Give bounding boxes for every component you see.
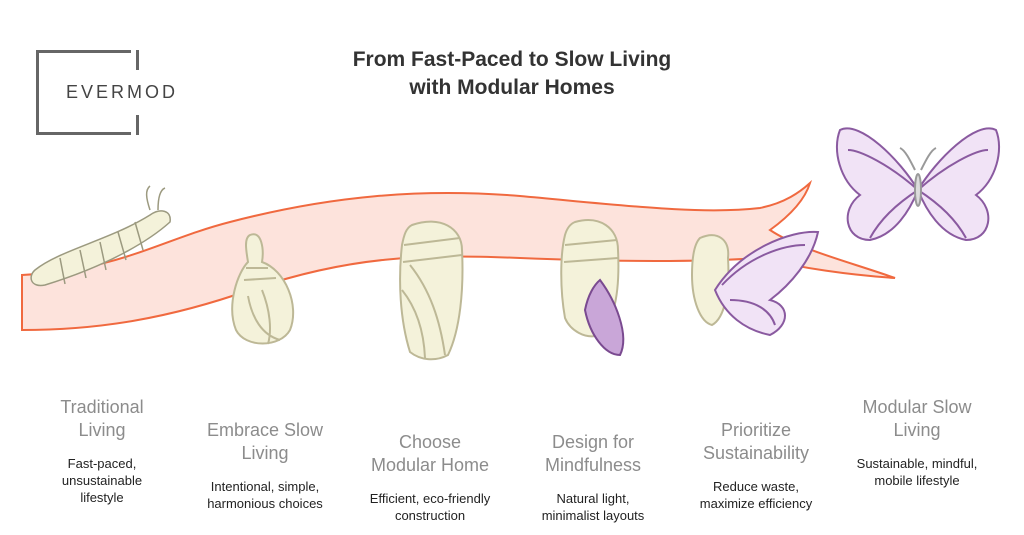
step-desc: Sustainable, mindful, bbox=[856, 456, 978, 471]
butterfly-icon bbox=[835, 127, 1001, 242]
step-desc: harmonious choices bbox=[207, 496, 323, 511]
step-desc: Intentional, simple, bbox=[210, 479, 320, 494]
step-desc: Efficient, eco-friendly bbox=[369, 491, 491, 506]
emerging-cocoon-icon bbox=[560, 219, 625, 357]
step-desc: unsustainable bbox=[61, 473, 143, 488]
step-title: Mindfulness bbox=[544, 455, 642, 475]
step-title: Modular Home bbox=[370, 455, 490, 475]
logo-frame bbox=[36, 50, 139, 135]
step-desc: lifestyle bbox=[80, 490, 124, 505]
logo: EVERMOD bbox=[66, 82, 179, 102]
step-title: Embrace Slow bbox=[206, 420, 324, 440]
step-title: Traditional bbox=[60, 397, 144, 417]
title-line-1: From Fast-Paced to Slow Living bbox=[352, 48, 672, 71]
step-title: Choose bbox=[398, 432, 462, 452]
page-title: From Fast-Paced to Slow Living with Modu… bbox=[262, 46, 762, 102]
step-title: Living bbox=[78, 420, 126, 440]
step-title: Living bbox=[893, 420, 941, 440]
step-desc: maximize efficiency bbox=[699, 496, 813, 511]
caterpillar-icon bbox=[30, 185, 171, 287]
step-title: Prioritize bbox=[720, 420, 791, 440]
step-title: Living bbox=[241, 443, 289, 463]
step-title: Sustainability bbox=[702, 443, 810, 463]
step-title: Modular Slow bbox=[862, 397, 972, 417]
step-desc: mobile lifestyle bbox=[874, 473, 960, 488]
step-desc: minimalist layouts bbox=[541, 508, 645, 523]
emerging-butterfly-icon bbox=[690, 230, 820, 337]
cocoon-icon bbox=[399, 220, 464, 361]
step-title: Design for bbox=[551, 432, 635, 452]
step-desc: Natural light, bbox=[556, 491, 630, 506]
step-desc: Reduce waste, bbox=[713, 479, 799, 494]
title-line-2: with Modular Homes bbox=[409, 76, 615, 99]
step-desc: construction bbox=[394, 508, 466, 523]
step-desc: Fast-paced, bbox=[67, 456, 137, 471]
chrysalis-icon bbox=[231, 233, 295, 345]
